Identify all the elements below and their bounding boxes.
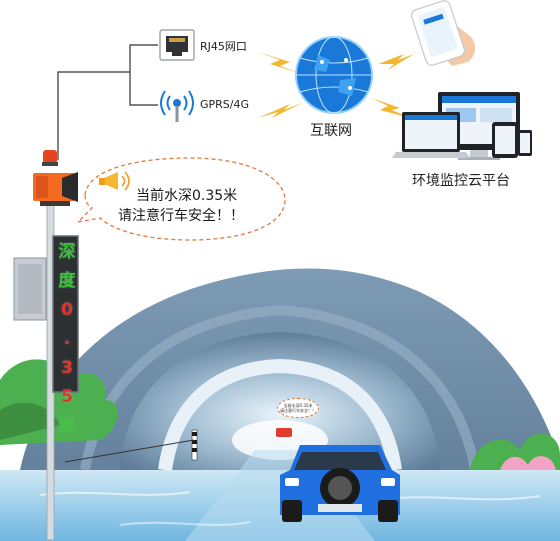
water-ripple-3 bbox=[119, 521, 251, 526]
depth-gauge-post bbox=[191, 429, 198, 461]
sensor-cable bbox=[64, 439, 195, 463]
led-char-value-3: 3 bbox=[61, 358, 73, 378]
led-char-unit: 米 bbox=[58, 416, 76, 436]
gprs-label: GPRS/4G bbox=[200, 98, 250, 111]
led-char-top-1: 深 bbox=[58, 242, 76, 262]
rj45-port-icon bbox=[159, 29, 195, 61]
tunnel-arch-stripe bbox=[80, 304, 480, 471]
led-char-value-2: . bbox=[63, 329, 71, 349]
alarm-light-dome bbox=[43, 150, 57, 164]
led-char-value-1: 0 bbox=[61, 300, 73, 320]
antenna-icon bbox=[160, 90, 194, 122]
internet-label: 互联网 bbox=[310, 123, 352, 139]
alarm-speaker bbox=[33, 172, 78, 206]
phone-in-hand-icon bbox=[410, 0, 476, 66]
tunnel-portal-ring bbox=[158, 358, 402, 472]
globe-icon bbox=[295, 36, 373, 114]
led-char-value-4: 5 bbox=[61, 387, 73, 407]
rj45-label: RJ45网口 bbox=[200, 40, 247, 53]
tunnel-opening bbox=[120, 332, 440, 470]
alarm-message-line-1: 当前水深0.35米 bbox=[136, 188, 238, 204]
alarm-message-line-2: 请注意行车安全！！ bbox=[118, 208, 244, 224]
distant-car bbox=[276, 428, 292, 437]
led-sign-text: 深 度 0 . 3 5 米 bbox=[58, 238, 76, 441]
lightning-bolt-2 bbox=[258, 102, 304, 118]
led-char-top-2: 度 bbox=[58, 271, 76, 291]
blue-suv bbox=[280, 445, 400, 522]
lightning-bolt-1 bbox=[258, 52, 302, 74]
lightning-bolt-4 bbox=[372, 98, 410, 118]
lightning-bolt-3 bbox=[378, 54, 414, 70]
mini-bubble-line-1: 当前水深0.35米 bbox=[283, 403, 313, 408]
led-sign-frame bbox=[52, 235, 79, 393]
water-ripple-1 bbox=[39, 491, 191, 496]
megaphone-icon bbox=[99, 171, 130, 191]
bush-left-dark bbox=[0, 402, 60, 440]
platform-label: 环境监控云平台 bbox=[412, 173, 510, 189]
mini-alarm-bubble: 当前水深0.35米 请注意行车安全！！ bbox=[277, 398, 319, 418]
platform-devices-icon bbox=[392, 92, 532, 160]
network-cable bbox=[57, 44, 158, 160]
mini-bubble-line-2: 请注意行车安全！！ bbox=[280, 408, 316, 413]
